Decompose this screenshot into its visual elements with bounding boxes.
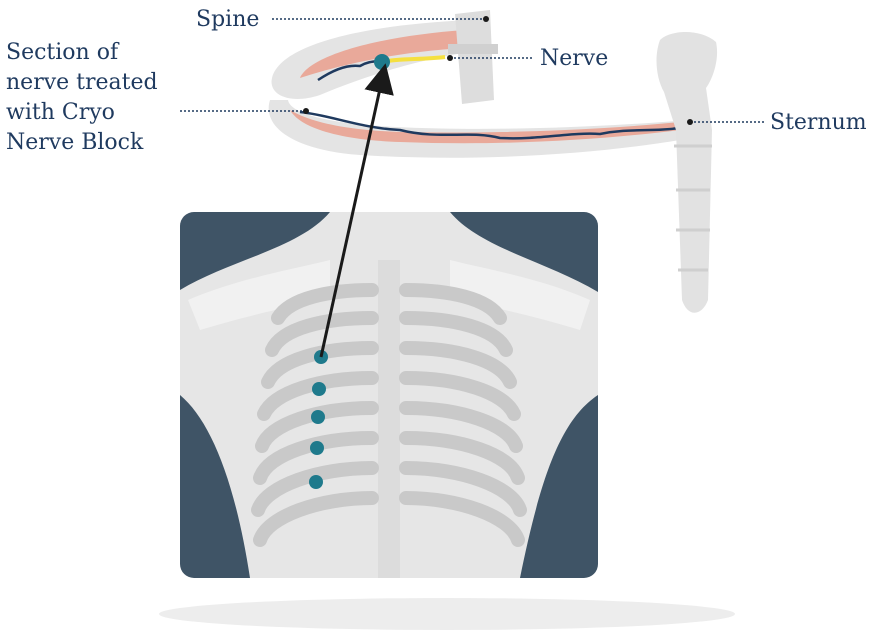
floor-shadow	[159, 598, 735, 630]
sternum-label: Sternum	[770, 109, 867, 137]
injection-point-3	[311, 410, 325, 424]
xray-panel	[180, 212, 598, 578]
spine-label: Spine	[196, 6, 259, 34]
injection-point-4	[310, 441, 324, 455]
nerve-label: Nerve	[540, 45, 608, 73]
treated-section-label: Section of nerve treated with Cryo Nerve…	[6, 38, 181, 158]
injection-point-2	[312, 382, 326, 396]
treated-nerve-dot	[374, 54, 390, 70]
injection-point-5	[309, 475, 323, 489]
